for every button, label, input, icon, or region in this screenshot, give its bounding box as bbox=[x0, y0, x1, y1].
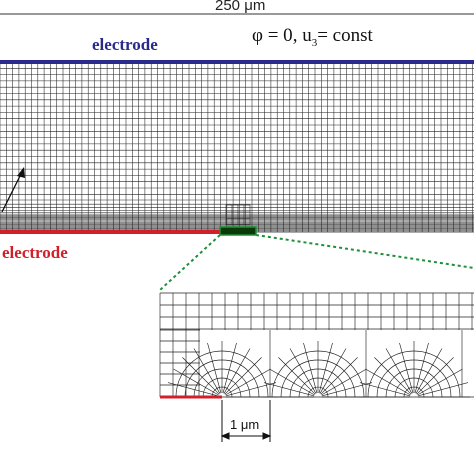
boundary-condition-label: φ = 0, u3= const bbox=[252, 26, 373, 49]
bc-u-subscript: 3 bbox=[311, 36, 318, 49]
zoom-dimension-label: 1 μm bbox=[230, 417, 260, 432]
zoom-region-marker bbox=[219, 226, 257, 236]
bc-u-suffix: = const bbox=[317, 25, 373, 46]
bottom-electrode-label: electrode bbox=[2, 243, 68, 262]
pointer-arrow bbox=[1, 167, 25, 213]
zoom-dotted-line-left bbox=[159, 234, 221, 291]
coarse-mesh bbox=[0, 61, 474, 233]
bc-phi: φ = 0 bbox=[252, 25, 293, 46]
zoom-dotted-line-right bbox=[255, 234, 474, 269]
zoom-dimension bbox=[220, 400, 272, 442]
top-electrode-label: electrode bbox=[92, 35, 158, 54]
bc-u-prefix: , u bbox=[292, 25, 312, 46]
local-refinement bbox=[225, 204, 251, 226]
top-dimension-label: 250 μm bbox=[212, 0, 269, 13]
zoom-mesh bbox=[159, 292, 474, 398]
